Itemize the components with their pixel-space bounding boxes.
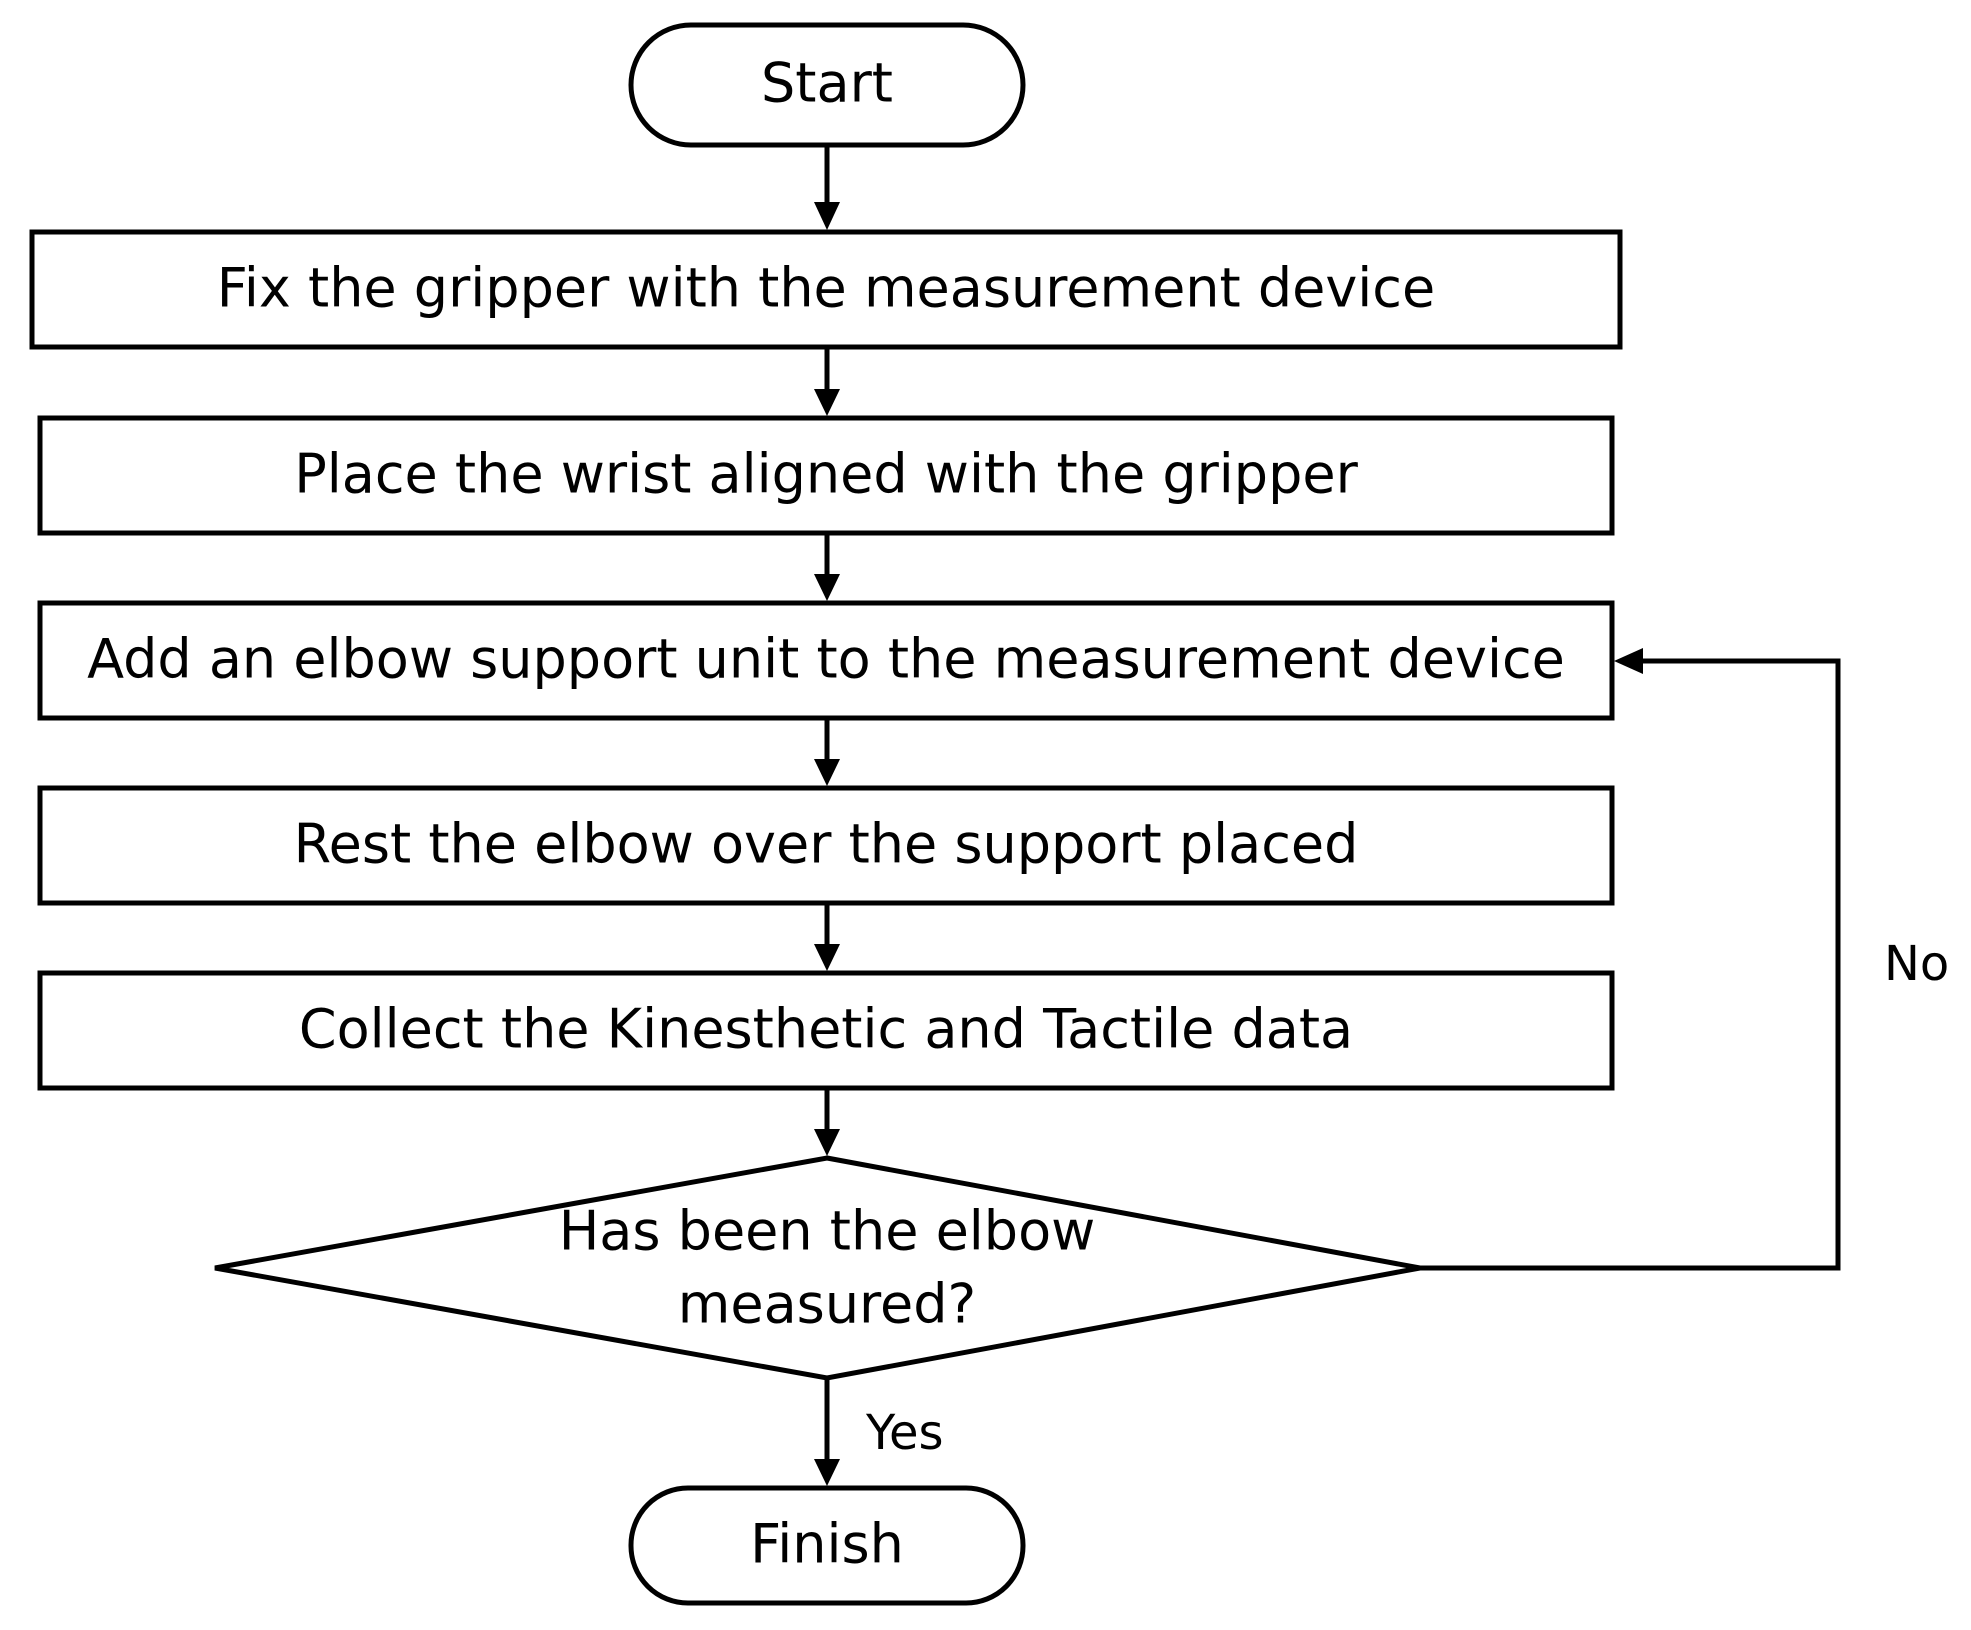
arrowhead xyxy=(814,202,840,230)
arrowhead xyxy=(814,389,840,416)
connector-step2-to-step3 xyxy=(814,533,840,601)
connector-yes xyxy=(814,1378,840,1486)
connector-step5-to-decision xyxy=(814,1088,840,1156)
arrowhead xyxy=(814,944,840,971)
process-label: Place the wrist aligned with the gripper xyxy=(294,443,1358,506)
process-box xyxy=(37,970,1615,1091)
finish-terminal-shape xyxy=(628,1485,1026,1606)
process-step-4: Rest the elbow over the support placed xyxy=(37,785,1615,906)
finish-label: Finish xyxy=(750,1513,904,1576)
process-step-2: Place the wrist aligned with the gripper xyxy=(37,415,1615,536)
process-step-5: Collect the Kinesthetic and Tactile data xyxy=(37,970,1615,1091)
start-node: Start xyxy=(628,22,1026,148)
decision-label-line-1: Has been the elbow xyxy=(559,1200,1096,1263)
connector-step4-to-step5 xyxy=(814,903,840,971)
process-label: Fix the gripper with the measurement dev… xyxy=(217,257,1435,320)
process-step-1: Fix the gripper with the measurement dev… xyxy=(29,229,1623,350)
finish-node: Finish xyxy=(628,1485,1026,1606)
arrowhead xyxy=(814,1129,840,1156)
decision-diamond xyxy=(214,1155,1421,1381)
connector-no-loop xyxy=(1420,648,1841,1271)
process-label: Collect the Kinesthetic and Tactile data xyxy=(299,998,1353,1061)
no-label: No xyxy=(1884,936,1949,992)
connector-start-to-step1 xyxy=(814,145,840,230)
process-step-3: Add an elbow support unit to the measure… xyxy=(37,600,1615,721)
process-label: Add an elbow support unit to the measure… xyxy=(87,628,1565,691)
process-box xyxy=(37,600,1615,721)
process-box xyxy=(37,785,1615,906)
connector-step1-to-step2 xyxy=(814,347,840,416)
arrowhead xyxy=(814,574,840,601)
process-label: Rest the elbow over the support placed xyxy=(294,813,1359,876)
arrowhead xyxy=(814,1459,840,1486)
start-label: Start xyxy=(761,52,893,115)
arrowhead xyxy=(814,759,840,786)
decision-label-line-2: measured? xyxy=(678,1273,976,1336)
arrowhead xyxy=(1614,648,1643,674)
connector-step3-to-step4 xyxy=(814,718,840,786)
process-box xyxy=(29,229,1623,350)
yes-label: Yes xyxy=(865,1405,943,1461)
decision-node: Has been the elbow measured? xyxy=(214,1155,1421,1381)
